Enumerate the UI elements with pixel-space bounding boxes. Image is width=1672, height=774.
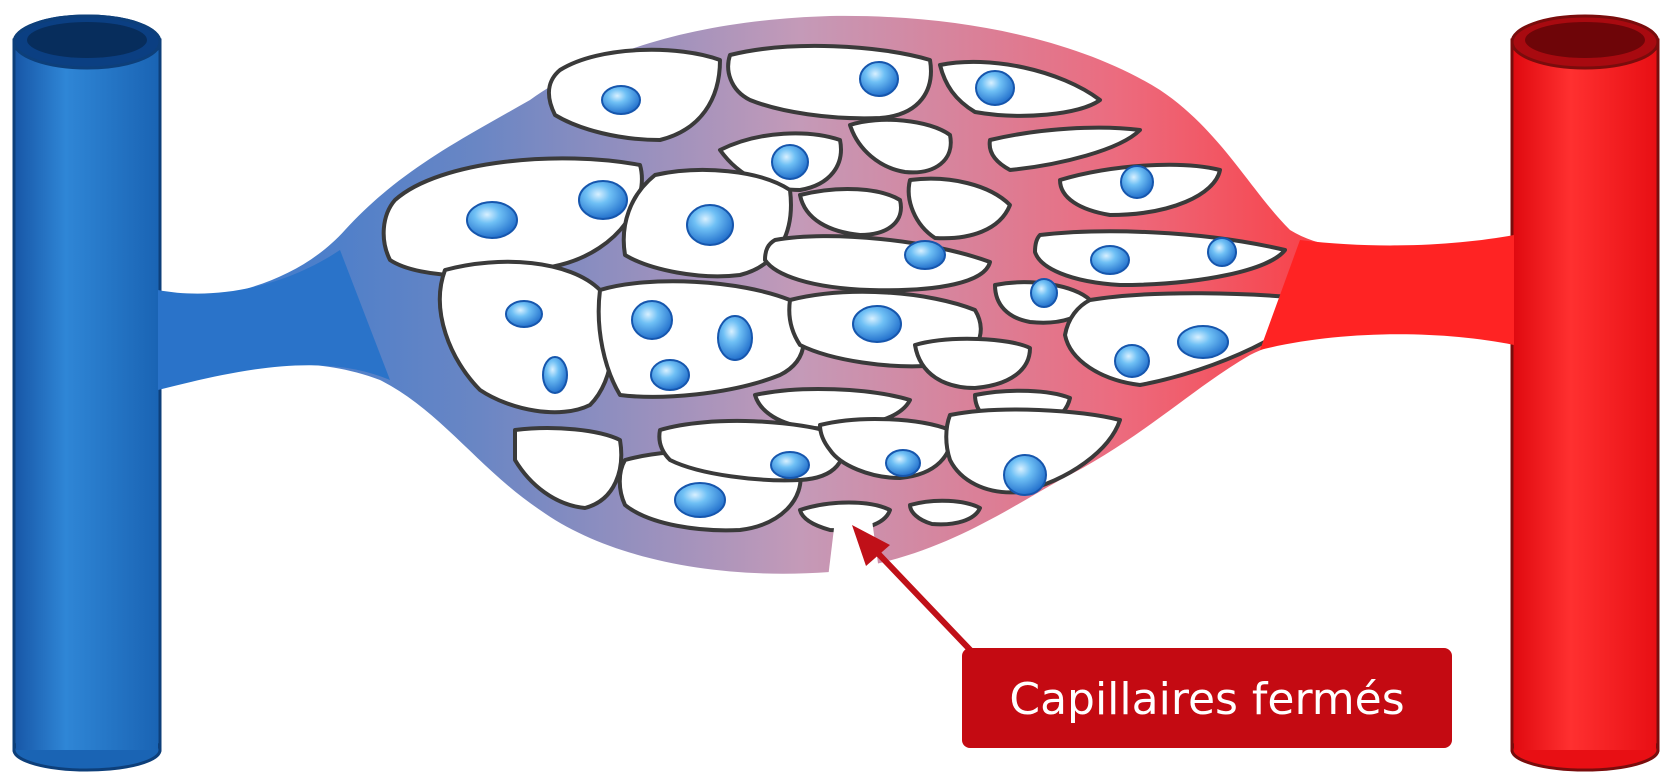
cell-nucleus — [853, 306, 901, 342]
cell-nucleus — [718, 316, 752, 360]
artery — [1512, 16, 1658, 770]
cell-nucleus — [506, 301, 542, 327]
cell-nucleus — [1091, 246, 1129, 274]
cell-nucleus — [1004, 455, 1046, 495]
cell-nucleus — [860, 62, 898, 96]
cell — [599, 281, 804, 397]
cell-nucleus — [602, 86, 640, 114]
cell-nucleus — [543, 357, 567, 393]
cell-nucleus — [1178, 326, 1228, 358]
cell-nucleus — [1031, 279, 1057, 307]
cell-nucleus — [772, 145, 808, 179]
cell-nucleus — [687, 205, 733, 245]
artery-branch — [1260, 235, 1514, 350]
label-text: Capillaires fermés — [1009, 674, 1404, 725]
cell-nucleus — [771, 452, 809, 478]
cell-nucleus — [579, 181, 627, 219]
cell-nucleus — [675, 483, 725, 517]
vein — [14, 16, 160, 770]
cell-nucleus — [651, 360, 689, 390]
cell-nucleus — [467, 202, 517, 238]
cell-nucleus — [905, 241, 945, 269]
cell-nucleus — [1208, 238, 1236, 266]
cell-nucleus — [976, 71, 1014, 105]
cell-nucleus — [1121, 166, 1153, 198]
cell-nucleus — [886, 450, 920, 476]
cell-nucleus — [632, 301, 672, 339]
cell-nucleus — [1115, 345, 1149, 377]
label-callout: Capillaires fermés — [962, 648, 1452, 748]
